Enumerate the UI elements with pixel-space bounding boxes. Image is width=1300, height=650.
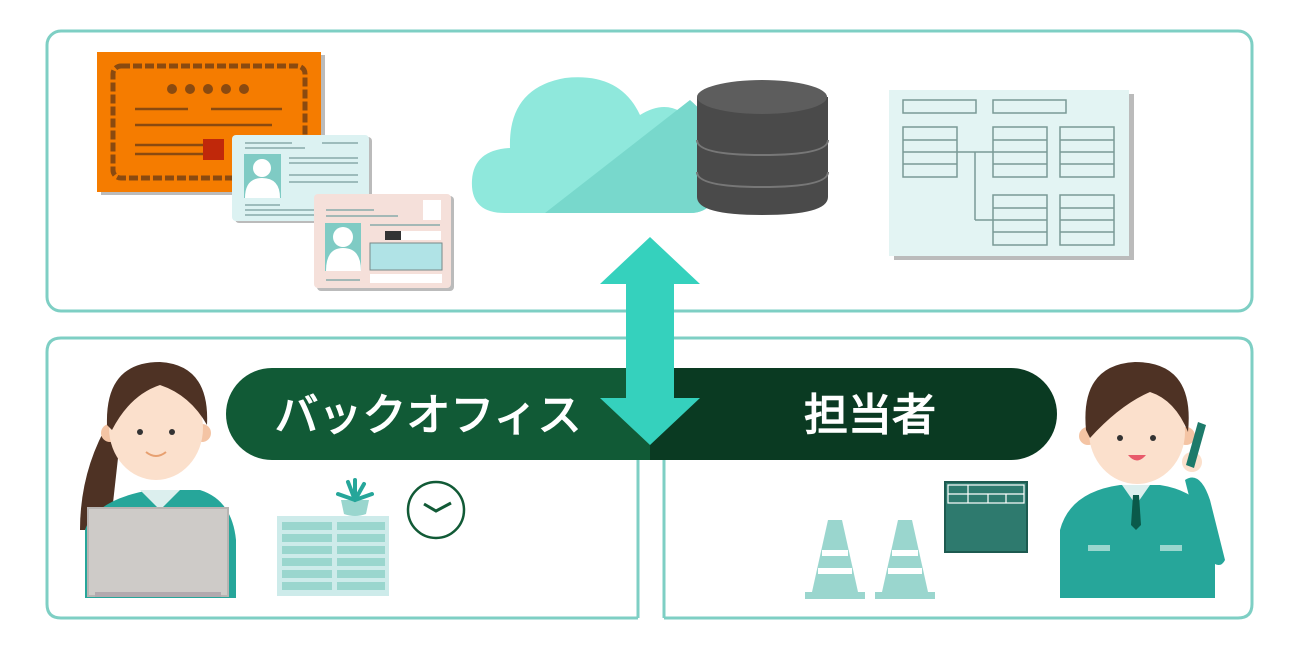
label-back-office: バックオフィス	[274, 390, 581, 441]
bottom-panel-right	[650, 336, 1254, 620]
smartphone-icon	[1186, 422, 1206, 468]
cloud-icon	[471, 77, 721, 213]
file-cabinet-icon	[277, 516, 389, 596]
id-card-icon	[314, 194, 454, 291]
database-icon	[696, 80, 829, 215]
laptop-icon	[87, 507, 229, 597]
bottom-panel-left	[45, 336, 650, 620]
banner-back-office	[226, 368, 650, 460]
org-chart-icon	[889, 90, 1134, 260]
clock-icon	[406, 480, 466, 540]
schedule-board-icon	[944, 481, 1028, 553]
bidirectional-arrow-icon	[600, 237, 700, 445]
banner-person-in-charge	[650, 368, 1057, 460]
traffic-cone-icon	[805, 520, 865, 599]
label-person-in-charge: 担当者	[804, 390, 936, 441]
field-worker-icon	[1060, 362, 1225, 598]
traffic-cone-icon	[875, 520, 935, 599]
plant-icon	[336, 478, 374, 516]
